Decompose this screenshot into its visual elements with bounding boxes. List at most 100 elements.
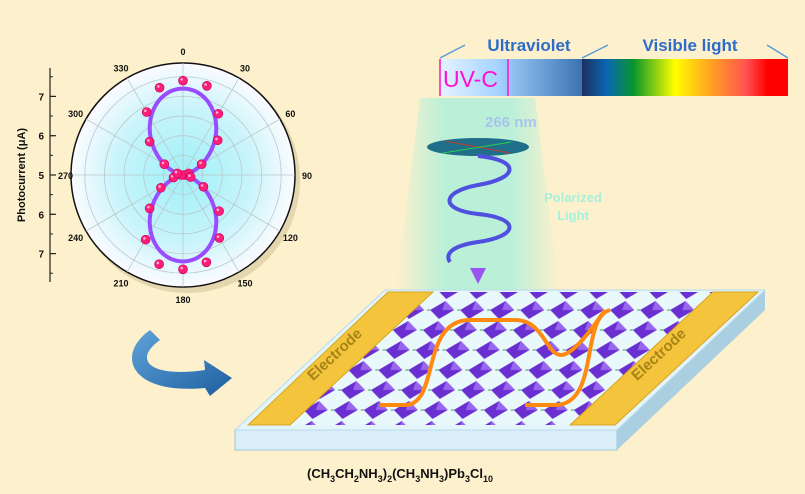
- data-point: [154, 259, 164, 270]
- data-point: [178, 75, 188, 86]
- radial-tick-label: 5: [38, 171, 44, 182]
- y-axis-label: Photocurrent (μA): [16, 128, 28, 222]
- formula-subscript: 3: [465, 474, 470, 484]
- radial-axis: 7 6 5 6 7: [38, 68, 56, 282]
- curved-arrow-icon: [132, 330, 232, 396]
- polarized-wave: [446, 154, 512, 264]
- perovskite-film: [290, 292, 713, 425]
- data-point-highlight: [180, 78, 183, 81]
- polarized-label: Polarized: [544, 190, 602, 205]
- data-point: [213, 108, 224, 119]
- angle-tick-label: 90: [302, 171, 312, 181]
- formula-text: (CH: [307, 466, 330, 481]
- formula-text: NH: [359, 466, 378, 481]
- data-point-highlight: [157, 85, 160, 88]
- data-point: [140, 234, 151, 245]
- electrode-left: [246, 291, 435, 426]
- data-point-highlight: [161, 161, 165, 165]
- data-point: [212, 135, 223, 146]
- wavelength-label: 266 nm: [485, 114, 537, 131]
- formula-subscript: 10: [483, 474, 493, 484]
- angle-tick-label: 210: [113, 278, 128, 288]
- data-point-highlight: [144, 109, 147, 113]
- data-point-highlight: [147, 139, 150, 142]
- data-point: [154, 82, 165, 93]
- data-point: [214, 206, 224, 216]
- radial-tick-label: 7: [38, 250, 44, 261]
- data-point-highlight: [174, 170, 178, 174]
- data-point: [202, 80, 212, 91]
- angle-tick-label: 240: [68, 233, 83, 243]
- data-point-highlight: [203, 259, 207, 263]
- formula-subscript: 3: [415, 474, 420, 484]
- grid-spoke: [182, 174, 240, 273]
- data-point: [185, 172, 196, 182]
- data-point-highlight: [216, 235, 220, 238]
- formula-text: Cl: [470, 466, 483, 481]
- angle-tick-label: 270: [58, 171, 73, 181]
- ultraviolet-band: [439, 59, 582, 96]
- data-point: [196, 159, 207, 169]
- data-point: [156, 182, 166, 193]
- formula-text: (CH: [392, 466, 415, 481]
- formula-subscript: 2: [354, 474, 359, 484]
- data-point-highlight: [215, 137, 218, 141]
- data-point-highlight: [147, 205, 150, 209]
- arrow-head-icon: [470, 268, 486, 284]
- data-point-highlight: [215, 111, 219, 114]
- data-point-highlight: [180, 266, 183, 270]
- formula-subscript: 2: [387, 474, 392, 484]
- formula-text: CH: [335, 466, 354, 481]
- angle-tick-label: 300: [68, 109, 83, 119]
- device: Electrode Electrode: [233, 289, 767, 451]
- data-point: [198, 181, 209, 192]
- data-point-highlight: [158, 185, 161, 188]
- data-point-highlight: [187, 174, 191, 178]
- visible-band: [582, 59, 788, 96]
- data-point: [201, 257, 212, 268]
- grid-spoke: [182, 77, 240, 176]
- formula-text: NH: [420, 466, 439, 481]
- angle-tick-label: 330: [113, 64, 128, 74]
- uvc-label: UV-C: [443, 66, 498, 92]
- grid-spoke: [126, 174, 184, 273]
- light-label: Light: [557, 208, 589, 223]
- formula-subscript: 3: [378, 474, 383, 484]
- data-point-highlight: [200, 184, 204, 187]
- spectrum-bar: Ultraviolet Visible light UV-C: [439, 36, 789, 96]
- polar-chart: 7 6 5 6 7 Photocurrent (μA) 0 30 60 90 120 150 180…: [16, 47, 312, 305]
- data-point-highlight: [170, 174, 174, 178]
- formula-text: )Pb: [444, 466, 465, 481]
- angle-tick-label: 120: [283, 233, 298, 243]
- angle-tick-label: 0: [180, 47, 185, 57]
- data-point: [214, 233, 225, 243]
- iv-curve: [380, 308, 607, 407]
- compound-formula: (CH3CH2NH3)2(CH3NH3)Pb3Cl10: [307, 466, 493, 484]
- data-point-highlight: [199, 161, 202, 165]
- radial-tick-label: 6: [38, 210, 44, 221]
- ultraviolet-label: Ultraviolet: [487, 36, 570, 55]
- data-point-highlight: [216, 208, 220, 212]
- angle-tick-label: 60: [285, 109, 295, 119]
- formula-subscript: 3: [330, 474, 335, 484]
- angle-tick-label: 150: [237, 278, 252, 288]
- data-point-highlight: [204, 83, 207, 86]
- data-point: [144, 203, 155, 214]
- visible-light-label: Visible light: [642, 36, 737, 55]
- data-point: [141, 107, 152, 117]
- angle-tick-label: 30: [240, 64, 250, 74]
- radial-tick-label: 6: [38, 132, 44, 143]
- data-point: [172, 168, 183, 179]
- data-point: [178, 264, 188, 275]
- data-point-highlight: [143, 237, 146, 240]
- light-beam: 266 nm Polarized Light: [395, 98, 602, 300]
- data-point-highlight: [156, 261, 160, 265]
- data-point: [144, 136, 155, 147]
- grid-spoke: [126, 77, 184, 176]
- electrode-right: [568, 291, 760, 426]
- formula-subscript: 3: [439, 474, 444, 484]
- data-point: [159, 159, 170, 169]
- radial-tick-label: 7: [38, 92, 44, 103]
- angle-tick-label: 180: [175, 295, 190, 305]
